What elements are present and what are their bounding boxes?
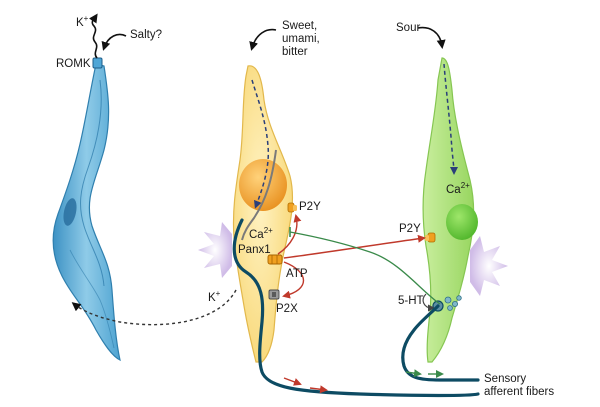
afferent-fiber-type3 <box>401 304 480 382</box>
type1-nucleus <box>63 198 77 226</box>
panx1-channel <box>267 254 283 265</box>
serotonin-vesicles <box>444 295 462 311</box>
type1-cell-fold-2 <box>69 249 115 349</box>
type2-cell-body <box>232 65 294 363</box>
type3-release-burst <box>470 236 508 296</box>
p2x-receptor <box>268 289 280 300</box>
salty-stimulus-arrow <box>101 33 127 51</box>
calcium-charge-type2: 2+ <box>263 226 273 236</box>
sour-label: Sour <box>396 22 421 34</box>
potassium-label-mid: K+ <box>208 289 221 305</box>
calcium-charge-type3: 2+ <box>460 181 470 191</box>
sweet-label: Sweet, <box>282 20 318 32</box>
calcium-symbol-type3: Ca <box>446 184 461 196</box>
type2-release-burst <box>198 222 232 278</box>
serotonin-release-arrow <box>422 293 435 312</box>
serotonin-label: 5-HT <box>398 295 424 307</box>
type1-cell-fold <box>80 79 105 287</box>
fiber-signal-red-1 <box>283 377 302 386</box>
sensory-label: Sensory <box>484 373 527 385</box>
type3-nucleus <box>446 204 478 240</box>
afferent-fiber-type2 <box>232 218 480 398</box>
p2x-label: P2X <box>276 303 298 315</box>
afferent-fibers-label: afferent fibers <box>484 386 555 398</box>
p2y-receptor-type2 <box>287 202 297 213</box>
potassium-symbol: K <box>76 17 84 29</box>
atp-to-p2x-arrow <box>282 261 304 299</box>
bitter-label: bitter <box>282 46 308 58</box>
p2y-label-type2: P2Y <box>299 201 321 213</box>
salty-label: Salty? <box>130 29 162 41</box>
type3-cell-body <box>422 57 475 363</box>
romk-label: ROMK <box>56 58 91 70</box>
type2-er-curve <box>241 149 277 241</box>
serotonin-inhibition-line <box>289 231 441 305</box>
type1-cell <box>52 57 121 362</box>
fiber-signal-green-1 <box>405 369 422 378</box>
potassium-symbol-mid: K <box>208 292 216 304</box>
fiber-signal-red-2 <box>309 385 328 394</box>
p2y-receptor-type3 <box>425 232 436 243</box>
calcium-label-type3: Ca2+ <box>446 181 470 197</box>
romk-channel <box>92 57 103 69</box>
calcium-symbol-type2: Ca <box>249 229 264 241</box>
potassium-charge-mid: + <box>215 289 221 299</box>
type3-signal-path <box>443 63 458 175</box>
potassium-charge: + <box>83 14 89 24</box>
potassium-label-top: K+ <box>76 14 89 30</box>
atp-to-type3-arrow <box>283 234 426 259</box>
p2y-label-type3: P2Y <box>399 223 421 235</box>
atp-autocrine-arrow <box>277 214 302 255</box>
type3-cell <box>422 57 478 363</box>
sweet-stimulus-arrow <box>249 28 277 51</box>
calcium-label-type2: Ca2+ <box>249 226 273 242</box>
potassium-lateral-arrow <box>71 289 237 326</box>
potassium-efflux-arrow <box>88 13 98 59</box>
sour-stimulus-arrow <box>417 26 446 49</box>
atp-label: ATP <box>286 268 308 280</box>
panx1-label: Panx1 <box>238 244 271 256</box>
type1-cell-body <box>52 63 121 362</box>
type2-cell <box>232 65 297 363</box>
umami-label: umami, <box>282 33 320 45</box>
type2-signal-path <box>251 79 270 209</box>
